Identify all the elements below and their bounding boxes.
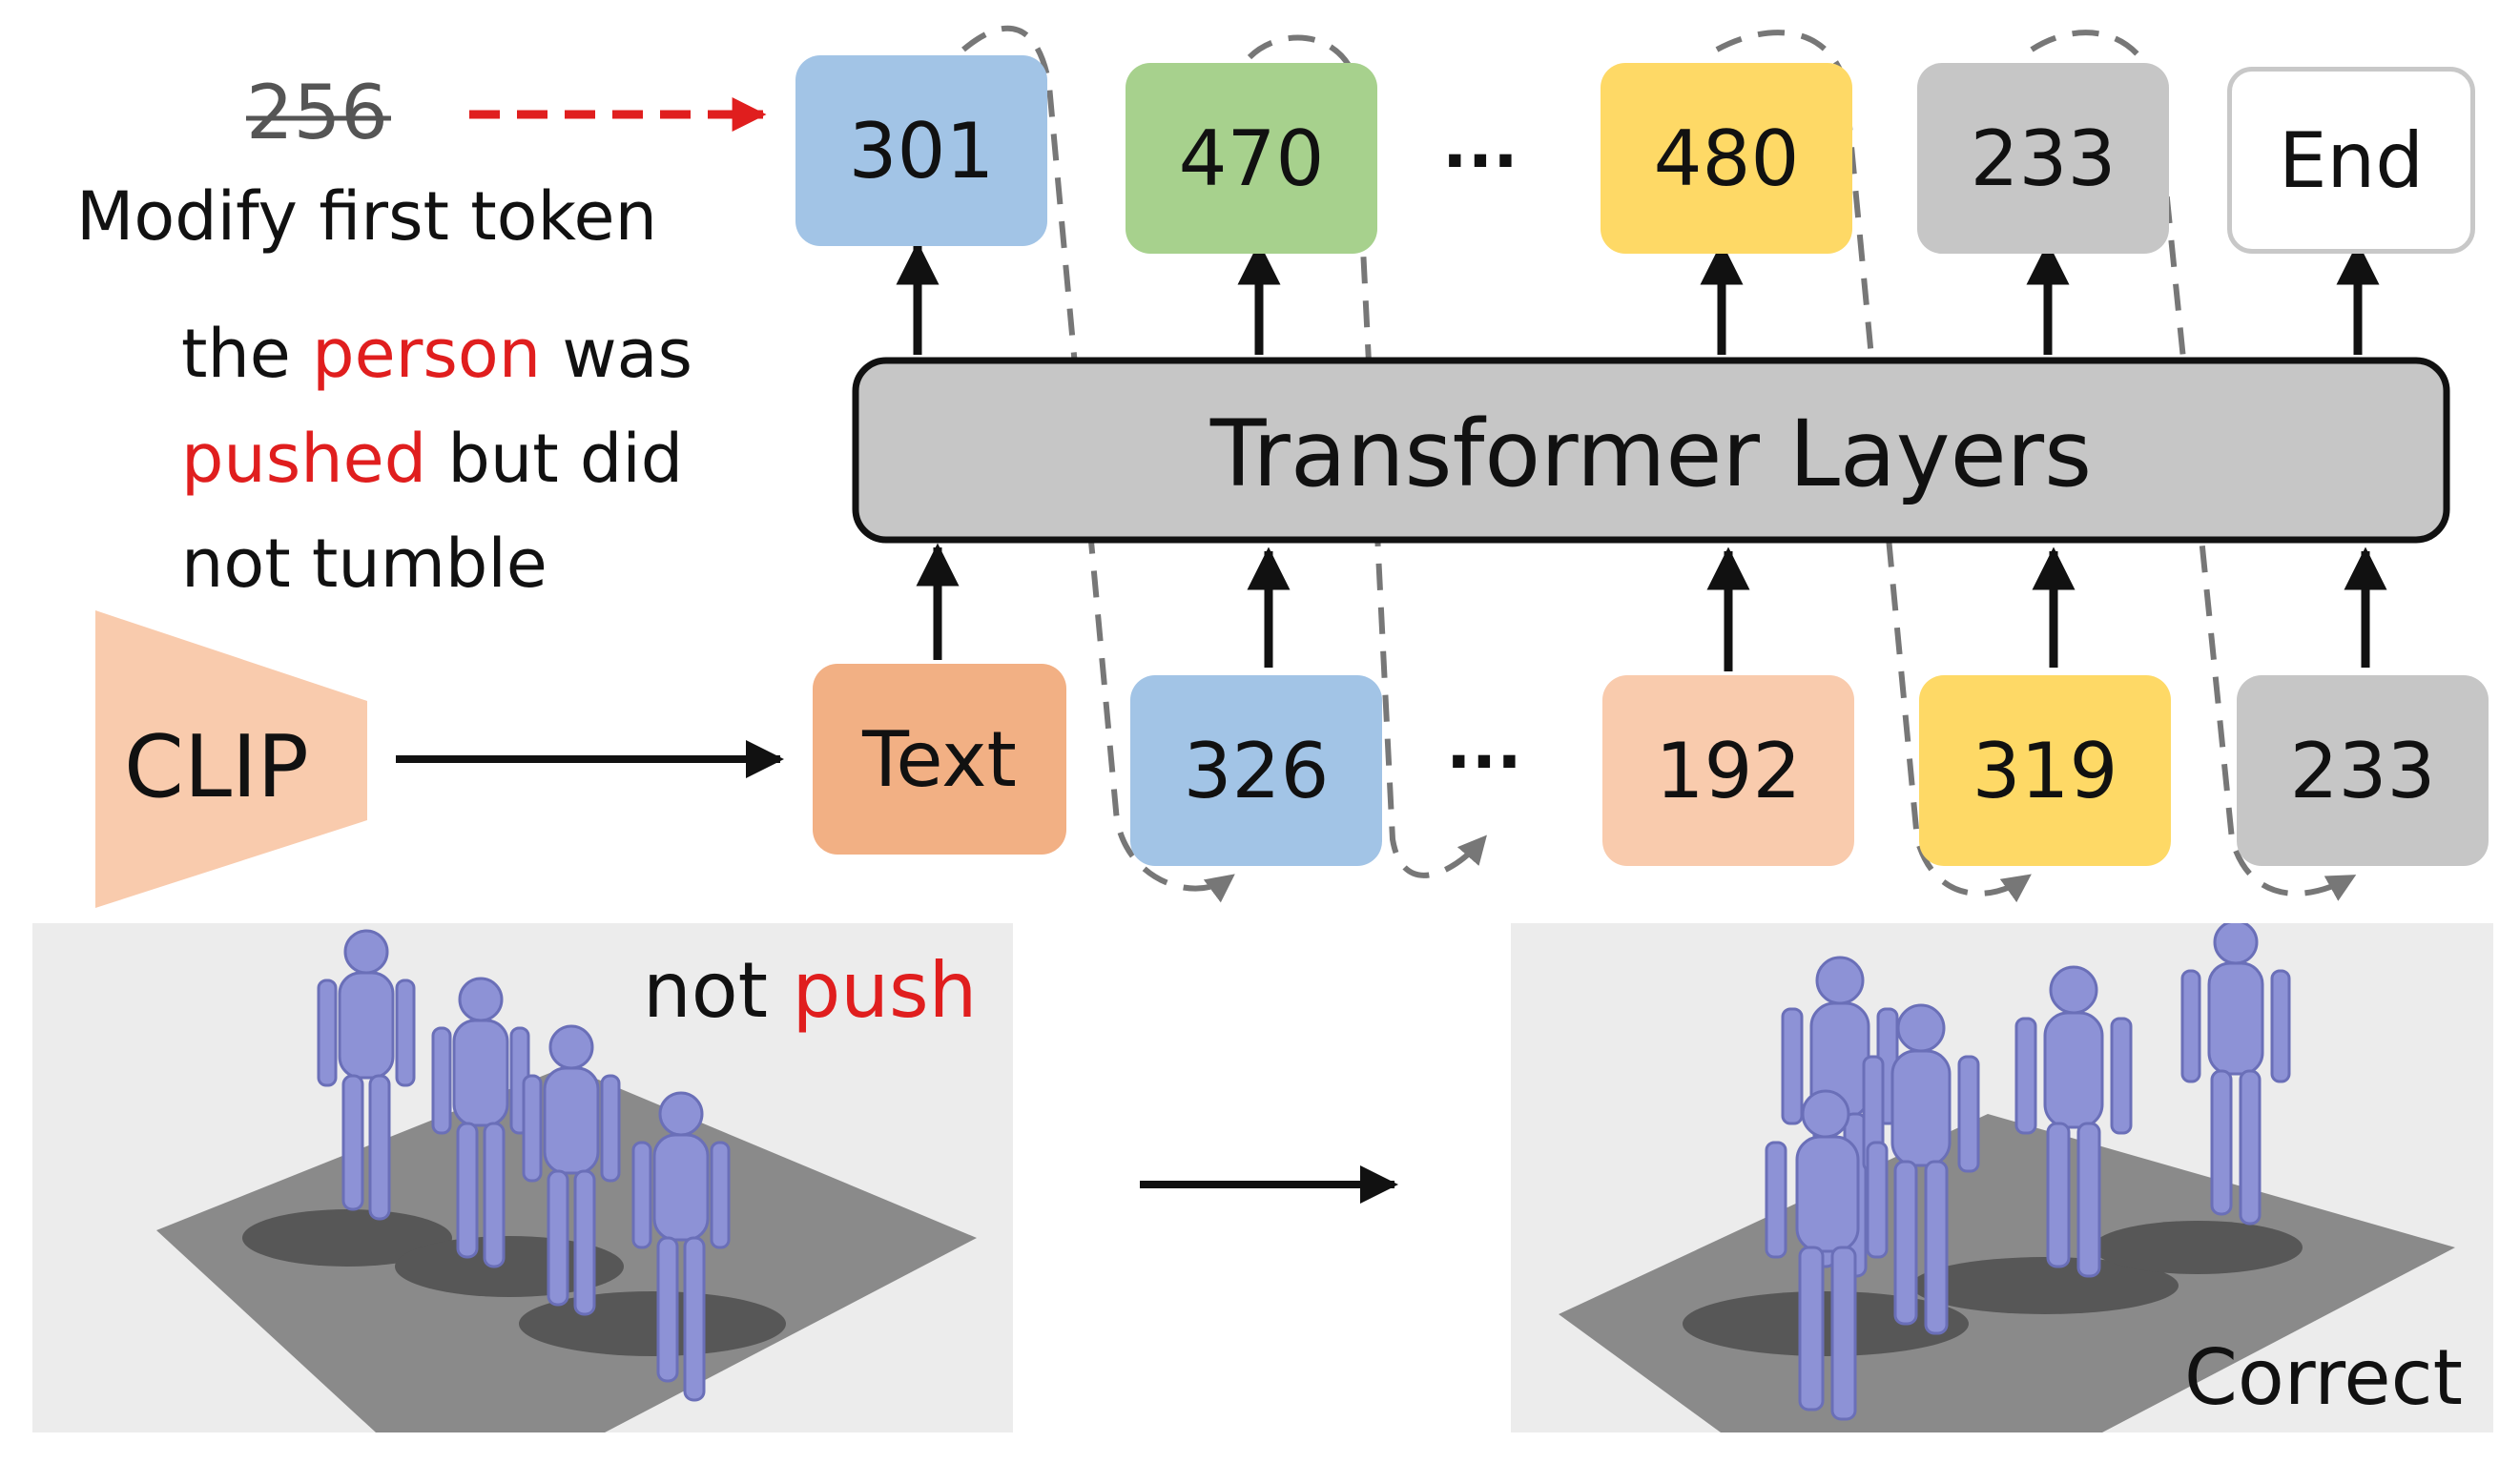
transformer-bar bbox=[852, 357, 2450, 544]
output-ellipsis: ... bbox=[1442, 105, 1518, 183]
modify-label: Modify first token bbox=[76, 177, 657, 256]
output-token-2: 470 bbox=[1126, 63, 1377, 254]
motion-render-right bbox=[1559, 923, 2455, 1432]
output-token-5: End bbox=[2227, 67, 2475, 254]
loop-1 bbox=[961, 25, 1235, 903]
old-token: 256 bbox=[246, 71, 388, 156]
input-token-4: 319 bbox=[1919, 675, 2171, 866]
clip-encoder-shape bbox=[95, 610, 367, 908]
transformer-label: Transformer Layers bbox=[1209, 401, 2093, 507]
caption-w1: the bbox=[181, 315, 313, 393]
figures-left bbox=[317, 929, 731, 1402]
panel-left-push: push bbox=[792, 946, 978, 1035]
caption-w3: was bbox=[541, 315, 692, 393]
input-token-3: 192 bbox=[1602, 675, 1854, 866]
input-arrows bbox=[916, 543, 2387, 671]
clip-label: CLIP bbox=[124, 717, 309, 817]
motion-panel-right: Correct bbox=[1511, 923, 2493, 1432]
output-token-1: 301 bbox=[795, 55, 1047, 246]
figure-r3 bbox=[1765, 1089, 1889, 1421]
input-token-2: 326 bbox=[1130, 675, 1382, 866]
input-token-5: 233 bbox=[2237, 675, 2489, 866]
caption-pushed: pushed bbox=[181, 420, 427, 498]
figures-right bbox=[1765, 923, 2291, 1421]
figure-l1 bbox=[317, 929, 416, 1221]
output-token-4: 233 bbox=[1917, 63, 2169, 254]
caption-line-2: pushed but did bbox=[181, 420, 683, 498]
input-token-1: Text bbox=[813, 664, 1066, 855]
figure-r4 bbox=[2014, 965, 2133, 1278]
figure-r2 bbox=[1862, 1003, 1980, 1335]
caption-line-3: not tumble bbox=[181, 525, 547, 603]
panel-right-label: Correct bbox=[2184, 1333, 2463, 1422]
motion-render-left bbox=[156, 929, 977, 1432]
figure-r5 bbox=[2180, 923, 2291, 1226]
input-ellipsis: ... bbox=[1446, 706, 1522, 784]
output-token-3: 480 bbox=[1601, 63, 1852, 254]
panel-left-label: not push bbox=[643, 946, 977, 1035]
figure-l2 bbox=[431, 977, 530, 1268]
caption-person: person bbox=[312, 315, 542, 393]
figure-l3 bbox=[522, 1024, 621, 1316]
figure-l4 bbox=[631, 1091, 731, 1402]
caption-line-1: the person was bbox=[181, 315, 692, 393]
caption-w5: but did bbox=[426, 420, 684, 498]
panel-left-not: not bbox=[643, 946, 793, 1035]
output-arrows bbox=[896, 241, 2380, 355]
motion-panel-left: not push bbox=[32, 923, 1013, 1432]
